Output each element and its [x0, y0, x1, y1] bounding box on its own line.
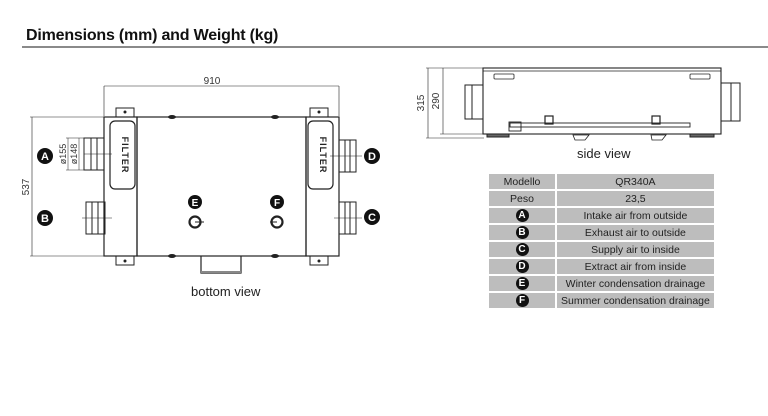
- port-a-badge-icon: A: [515, 209, 529, 222]
- row-value: Summer condensation drainage: [555, 291, 716, 310]
- bottom-spigot: [200, 256, 242, 274]
- outer-diameter-label: ø155: [58, 144, 68, 165]
- row-value: Exhaust air to outside: [555, 223, 716, 242]
- table-row-port-a: A Intake air from outside: [487, 206, 716, 225]
- port-d-badge-icon: D: [515, 260, 529, 273]
- port-badge-d: D: [364, 148, 380, 164]
- left-filter-label: FILTER: [120, 137, 130, 174]
- svg-text:F: F: [274, 198, 280, 209]
- port-badge-e: E: [188, 195, 202, 209]
- right-filter-label: FILTER: [318, 137, 328, 174]
- row-value: Extract air from inside: [555, 257, 716, 276]
- row-key: Peso: [487, 189, 557, 208]
- port-e-badge-icon: E: [515, 277, 529, 290]
- bottom-view-drawing: [30, 85, 362, 274]
- svg-text:C: C: [368, 212, 376, 224]
- table-row-port-c: C Supply air to inside: [487, 240, 716, 259]
- table-row-port-e: E Winter condensation drainage: [487, 274, 716, 293]
- port-c-badge-icon: C: [515, 243, 529, 256]
- svg-text:D: D: [368, 151, 376, 163]
- total-height-dimension: 315: [416, 94, 427, 111]
- side-body: [482, 67, 722, 135]
- left-filter-panel: [109, 120, 136, 190]
- row-value: Intake air from outside: [555, 206, 716, 225]
- table-row-model: Modello QR340A: [487, 172, 716, 191]
- row-value: Supply air to inside: [555, 240, 716, 259]
- title-divider: [22, 46, 768, 48]
- bracket-bottom-right: [309, 256, 329, 266]
- table-row-port-d: D Extract air from inside: [487, 257, 716, 276]
- side-duct-left: [464, 84, 484, 120]
- width-dimension: 910: [204, 76, 221, 87]
- row-value: Winter condensation drainage: [555, 274, 716, 293]
- row-value: 23,5: [555, 189, 716, 208]
- port-badge-f: F: [270, 195, 284, 209]
- port-badge-c: C: [364, 209, 380, 225]
- row-key: Modello: [487, 172, 557, 191]
- svg-text:E: E: [192, 198, 199, 209]
- table-row-weight: Peso 23,5: [487, 189, 716, 208]
- depth-dimension: 537: [21, 178, 32, 195]
- port-f-badge-icon: F: [515, 294, 529, 307]
- bottom-view-caption: bottom view: [191, 284, 261, 299]
- row-value: QR340A: [555, 172, 716, 191]
- port-badge-b: B: [37, 210, 53, 226]
- bracket-bottom-left: [115, 256, 135, 266]
- spec-table: Modello QR340A Peso 23,5 A Intake air fr…: [487, 172, 716, 310]
- side-view-caption: side view: [577, 146, 631, 161]
- page-title: Dimensions (mm) and Weight (kg): [26, 27, 279, 44]
- port-badge-a: A: [37, 148, 53, 164]
- svg-text:B: B: [41, 213, 49, 225]
- right-filter-panel: [307, 120, 334, 190]
- bracket-top-right: [309, 107, 329, 117]
- body-height-dimension: 290: [431, 92, 442, 109]
- right-filter-housing: [305, 116, 340, 257]
- inner-diameter-label: ø148: [69, 144, 79, 165]
- svg-text:A: A: [41, 151, 49, 163]
- main-body: [136, 116, 307, 257]
- side-view-drawing: [426, 67, 741, 141]
- bracket-top-left: [115, 107, 135, 117]
- table-row-port-f: F Summer condensation drainage: [487, 291, 716, 310]
- table-row-port-b: B Exhaust air to outside: [487, 223, 716, 242]
- port-b-badge-icon: B: [515, 226, 529, 239]
